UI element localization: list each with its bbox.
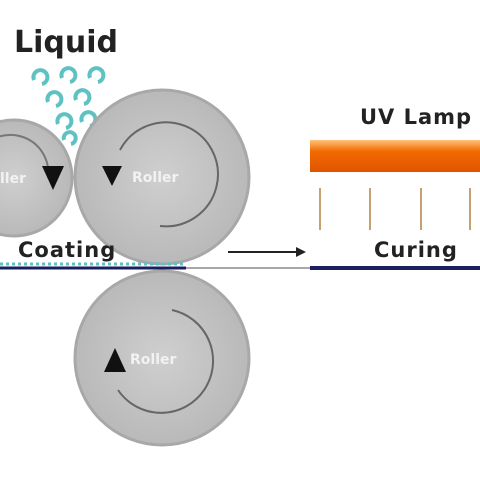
roller-bottom-label: Roller <box>130 352 176 368</box>
rotation-arrow-icon <box>0 133 50 179</box>
roller-bottom: Roller <box>73 269 251 447</box>
coated-web <box>0 262 186 270</box>
liquid-label: Liquid <box>14 25 118 60</box>
uv-rays <box>319 188 471 230</box>
coating-label: Coating <box>18 238 116 262</box>
direction-arrow-icon <box>228 247 306 257</box>
liquid-droplet-icon <box>87 66 106 84</box>
roller-left-label: ller <box>0 171 26 187</box>
uv-lamp-bar <box>310 140 480 172</box>
liquid-droplet-icon <box>45 90 64 108</box>
liquid-droplet-icon <box>55 112 74 130</box>
liquid-droplet-icon <box>59 66 78 84</box>
rotation-arrow-icon <box>119 121 219 228</box>
roller-top: Roller <box>73 88 251 266</box>
liquid-droplet-icon <box>73 88 92 106</box>
liquid-droplet-icon <box>61 130 78 146</box>
direction-arrow-icon <box>42 166 64 190</box>
roller-top-label: Roller <box>132 170 178 186</box>
rotation-arrow-icon <box>117 309 215 414</box>
liquid-droplets <box>31 66 106 146</box>
curing-label: Curing <box>374 238 458 262</box>
liquid-droplet-icon <box>31 68 50 86</box>
direction-arrow-icon <box>104 348 126 372</box>
direction-arrow-icon <box>102 166 122 186</box>
roller-left: ller <box>0 118 74 238</box>
uv-lamp-label: UV Lamp <box>360 105 472 129</box>
